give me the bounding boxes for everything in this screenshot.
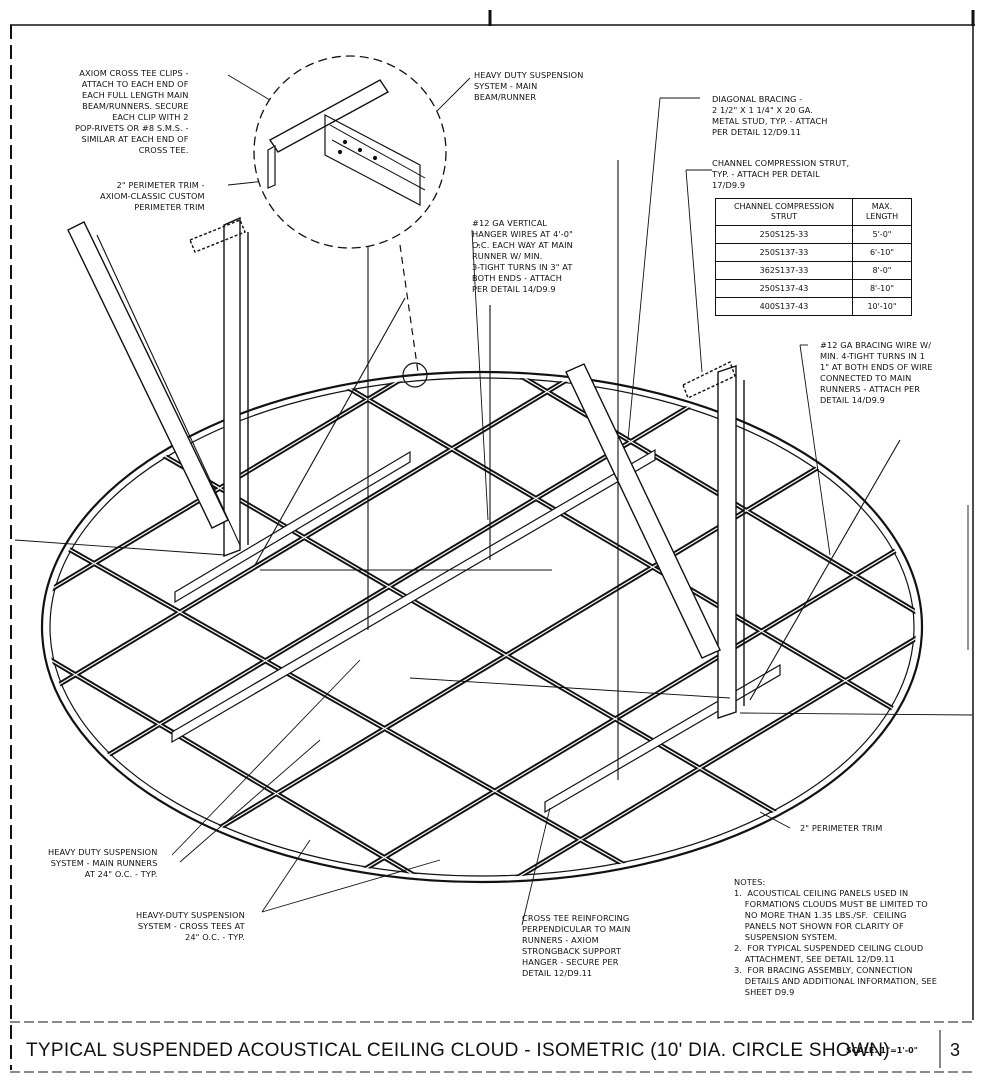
strut-cell: 250S125-33 — [715, 225, 853, 244]
leader-lines — [14, 74, 973, 926]
strut-cell: 400S137-43 — [715, 297, 853, 316]
strut-header: CHANNEL COMPRESSION STRUT — [715, 198, 853, 226]
table-row: 250S137-33 6'-10" — [715, 243, 912, 262]
perimeter-trim-ring — [40, 370, 924, 884]
callout-perimeter-trim: 2" PERIMETER TRIM — [800, 823, 883, 833]
strut-cell: 250S137-33 — [715, 243, 853, 262]
table-row: 250S125-33 5'-0" — [715, 225, 912, 244]
callout-diagonal-bracing: DIAGONAL BRACING - 2 1/2" X 1 1/4" X 20 … — [712, 94, 828, 137]
length-cell: 5'-0" — [852, 225, 912, 244]
callout-perimeter-trim-custom: 2" PERIMETER TRIM - AXIOM-CLASSIC CUSTOM… — [100, 180, 205, 212]
diagonal-bracing — [67, 221, 721, 659]
table-row: 362S137-33 8'-0" — [715, 261, 912, 280]
length-cell: 8'-10" — [852, 279, 912, 298]
callout-cross-tee-reinforcing: CROSS TEE REINFORCING PERPENDICULAR TO M… — [522, 913, 631, 978]
strut-cell: 362S137-33 — [715, 261, 853, 280]
strut-cell: 250S137-43 — [715, 279, 853, 298]
callout-hanger-wires: #12 GA VERTICAL HANGER WIRES AT 4'-0" O.… — [472, 218, 573, 294]
callout-heavy-duty-main: HEAVY DUTY SUSPENSION SYSTEM - MAIN BEAM… — [474, 70, 584, 102]
strut-table: CHANNEL COMPRESSION STRUT MAX. LENGTH 25… — [715, 198, 912, 316]
sheet-border — [10, 10, 975, 1073]
compression-struts — [189, 216, 745, 719]
drawing-scale: SCALE: 1"=1'-0" — [846, 1046, 918, 1055]
table-row: 400S137-43 10'-10" — [715, 297, 912, 316]
table-row: 250S137-43 8'-10" — [715, 279, 912, 298]
callout-cross-tees: HEAVY-DUTY SUSPENSION SYSTEM - CROSS TEE… — [136, 910, 245, 942]
callout-main-runners: HEAVY DUTY SUSPENSION SYSTEM - MAIN RUNN… — [48, 847, 158, 879]
strut-table-header: CHANNEL COMPRESSION STRUT MAX. LENGTH — [715, 198, 912, 226]
length-cell: 6'-10" — [852, 243, 912, 262]
callout-cross-tee-clips: AXIOM CROSS TEE CLIPS - ATTACH TO EACH E… — [75, 68, 189, 155]
detail-callout-circle — [253, 55, 447, 388]
callout-channel-strut: CHANNEL COMPRESSION STRUT, TYP. - ATTACH… — [712, 158, 850, 190]
general-notes: NOTES: 1. ACOUSTICAL CEILING PANELS USED… — [734, 877, 938, 997]
length-header: MAX. LENGTH — [852, 198, 912, 226]
callout-bracing-wire: #12 GA BRACING WIRE W/ MIN. 4-TIGHT TURN… — [820, 340, 933, 405]
drawing-title: TYPICAL SUSPENDED ACOUSTICAL CEILING CLO… — [26, 1040, 890, 1061]
sheet-number: 3 — [950, 1040, 961, 1060]
length-cell: 10'-10" — [852, 297, 912, 316]
length-cell: 8'-0" — [852, 261, 912, 280]
